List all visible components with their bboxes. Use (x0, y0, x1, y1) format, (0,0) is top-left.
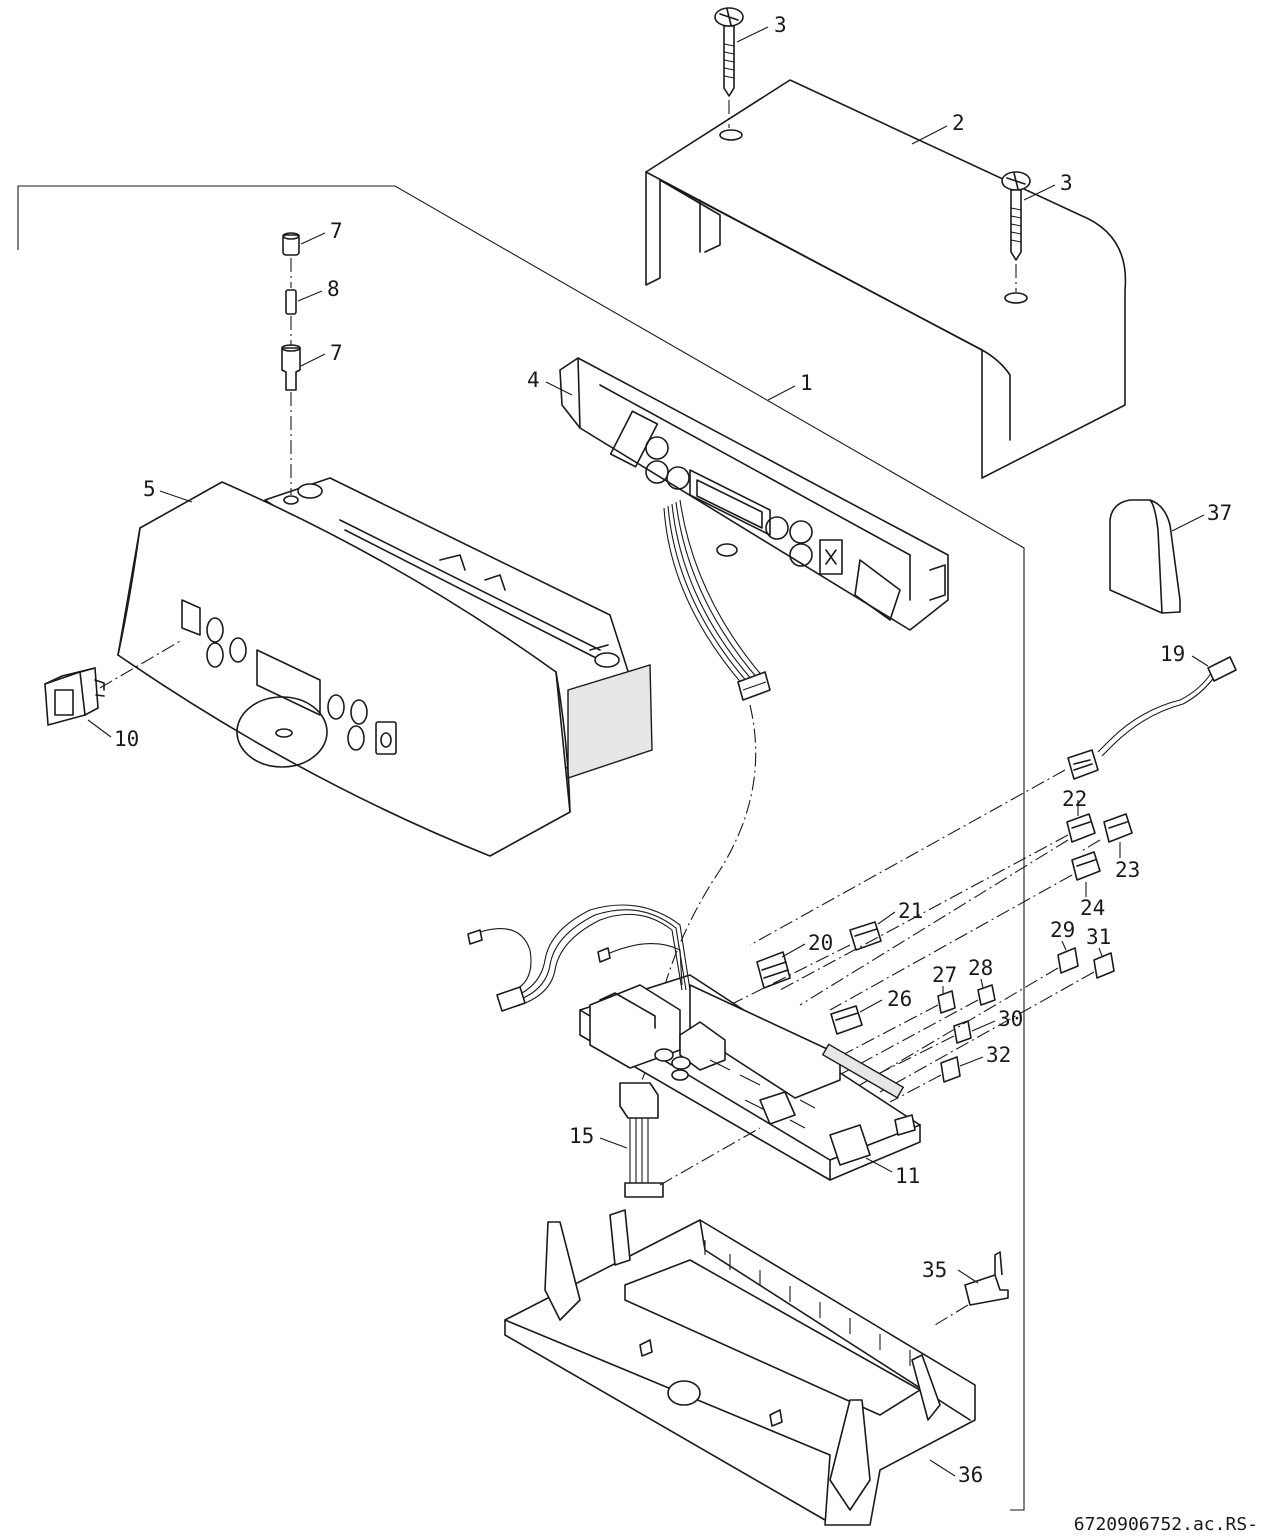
leader-line-p8 (297, 290, 323, 302)
part-label-p3b: 3 (1060, 171, 1073, 195)
part-label-p5: 5 (143, 477, 156, 501)
leader-line-p7a (300, 232, 326, 245)
part-label-p23: 23 (1115, 858, 1140, 882)
cable-route-line (639, 704, 757, 1086)
circuit-board (579, 974, 921, 1181)
side-cap (1109, 499, 1181, 614)
leader-line-p20 (781, 943, 806, 958)
part-label-p7a: 7 (330, 219, 343, 243)
front-housing (117, 477, 653, 857)
leader-line-p10 (87, 719, 112, 738)
leader-line-p2 (911, 125, 948, 145)
rocker-switch (44, 667, 105, 726)
part-label-p7b: 7 (330, 341, 343, 365)
leader-line-p19 (1191, 655, 1209, 667)
part-label-p35: 35 (922, 1258, 947, 1282)
leader-line-p30 (971, 1020, 996, 1032)
part-label-p19: 19 (1160, 642, 1185, 666)
clip-axis-line (934, 1304, 969, 1326)
base-tray (504, 1209, 976, 1526)
part-label-p1: 1 (800, 371, 813, 395)
assembly-frame-line (17, 185, 1025, 1511)
screw-3b (1001, 171, 1031, 261)
part-label-p26: 26 (887, 987, 912, 1011)
part-label-p2: 2 (952, 111, 965, 135)
leader-line-p29 (1061, 940, 1067, 951)
leader-line-p11 (865, 1157, 893, 1173)
leader-line-p1 (767, 385, 796, 401)
part-label-p30: 30 (998, 1007, 1023, 1031)
part-label-p11: 11 (895, 1164, 920, 1188)
screw-3a (714, 7, 744, 97)
ribbon-connector-15 (619, 1082, 664, 1198)
part-label-p29: 29 (1050, 918, 1075, 942)
part-label-p24: 24 (1080, 896, 1105, 920)
connectors (756, 813, 1133, 1083)
part-label-p32: 32 (986, 1043, 1011, 1067)
part-label-p8: 8 (327, 277, 340, 301)
part-label-p36: 36 (958, 1463, 983, 1487)
leader-line-p4 (545, 381, 573, 396)
leader-line-p35 (957, 1269, 979, 1284)
leader-line-p28 (980, 978, 984, 989)
leader-line-p37 (1171, 514, 1205, 532)
leader-line-p21 (877, 911, 896, 925)
part-label-p3a: 3 (774, 13, 787, 37)
part-label-p10: 10 (114, 727, 139, 751)
part-label-p37: 37 (1207, 501, 1232, 525)
control-panel-fascia (559, 357, 949, 631)
leader-line-p3b (1023, 184, 1056, 201)
part-label-p20: 20 (808, 931, 833, 955)
wiring-harness (467, 904, 691, 1012)
part-label-p22: 22 (1062, 787, 1087, 811)
leader-line-p3a (736, 26, 769, 43)
part-label-p21: 21 (898, 899, 923, 923)
ribbon-axis-line (659, 1127, 761, 1186)
fascia-ribbon-cable (663, 499, 771, 701)
part-label-p4: 4 (527, 368, 540, 392)
indicator-lamp-parts (281, 232, 301, 391)
leader-line-p7b (300, 353, 326, 367)
leader-line-p36 (929, 1459, 956, 1477)
drawing-reference: 6720906752.ac.RS- (1074, 1514, 1258, 1535)
leader-line-p31 (1098, 947, 1103, 957)
cable-19 (1067, 656, 1237, 780)
leader-line-p5 (159, 490, 193, 503)
switch-axis-line (99, 639, 183, 689)
part-label-p15: 15 (569, 1124, 594, 1148)
part-label-p27: 27 (932, 963, 957, 987)
screw-axis-lines (728, 100, 1017, 292)
part-label-p31: 31 (1086, 925, 1111, 949)
top-cover (645, 79, 1127, 479)
leader-line-p32 (959, 1056, 984, 1067)
part-label-p28: 28 (968, 956, 993, 980)
leader-line-p26 (859, 999, 883, 1013)
leader-line-p15 (599, 1137, 628, 1149)
clip-35 (964, 1251, 1009, 1306)
